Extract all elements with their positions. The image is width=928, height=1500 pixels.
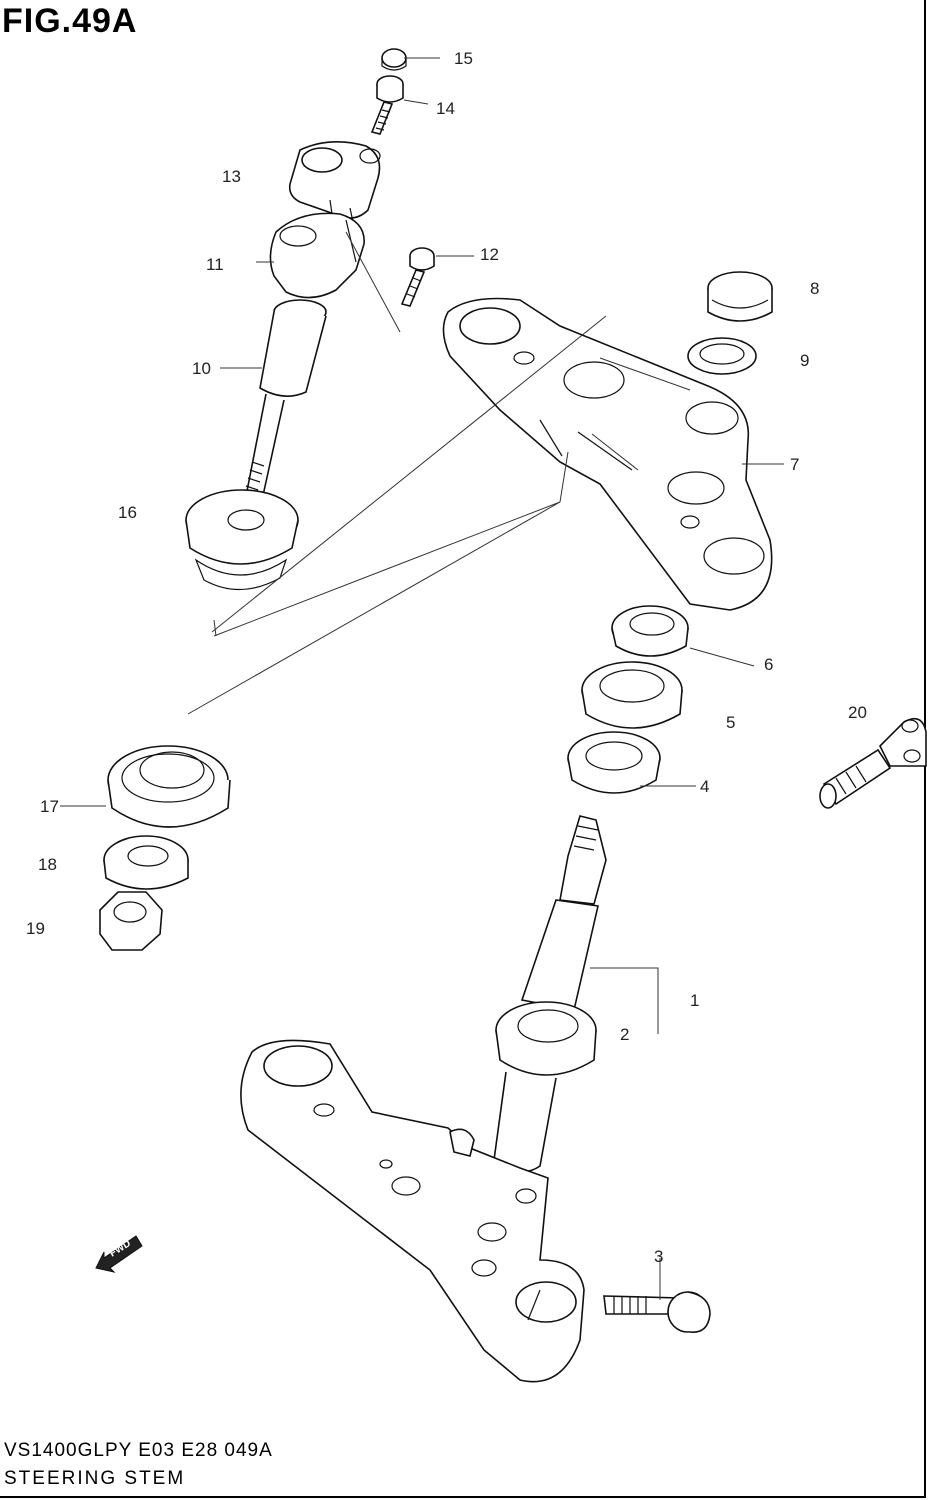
part-5-dust-seal[interactable]	[581, 661, 683, 729]
lower-bracket[interactable]	[240, 1039, 585, 1383]
part-20-fitting[interactable]	[819, 717, 927, 809]
callout-1: 1	[690, 991, 699, 1010]
fwd-arrow-icon: FWD	[95, 1235, 143, 1273]
callout-8: 8	[810, 279, 819, 298]
part-12-bolt[interactable]	[400, 247, 435, 307]
callout-4: 4	[700, 777, 709, 796]
leader-lines	[60, 57, 784, 1300]
assembly-name: STEERING STEM	[4, 1468, 186, 1489]
callout-18: 18	[38, 855, 57, 874]
callout-14: 14	[436, 99, 455, 118]
figure-title: FIG.49A	[2, 2, 138, 40]
callout-2: 2	[620, 1025, 629, 1044]
model-code: VS1400GLPY E03 E28 049A	[4, 1440, 273, 1461]
callout-13: 13	[222, 167, 241, 186]
part-3-bolt[interactable]	[603, 1291, 711, 1333]
callout-5: 5	[726, 713, 735, 732]
part-10-stem-tube[interactable]	[245, 299, 327, 501]
part-13-handlebar-holder[interactable]	[288, 141, 381, 237]
callout-3: 3	[654, 1247, 663, 1266]
part-15-cap[interactable]	[381, 48, 407, 71]
callout-6: 6	[764, 655, 773, 674]
part-8-cap[interactable]	[707, 271, 773, 322]
part-4-bearing[interactable]	[567, 731, 661, 794]
part-14-bolt[interactable]	[370, 75, 404, 135]
part-9-washer[interactable]	[687, 337, 757, 375]
part-18-washer[interactable]	[103, 835, 189, 890]
callout-15: 15	[454, 49, 473, 68]
part-1-steering-stem[interactable]	[493, 815, 607, 1173]
part-7-upper-bracket[interactable]	[442, 297, 773, 611]
part-16-stem-nut[interactable]	[185, 489, 299, 591]
callout-12: 12	[480, 245, 499, 264]
assembly-lines	[187, 231, 691, 715]
part-17-bearing[interactable]	[107, 745, 231, 828]
callout-7: 7	[790, 455, 799, 474]
callout-11: 11	[206, 255, 224, 274]
callout-17: 17	[40, 797, 59, 816]
part-11-lower-holder[interactable]	[269, 212, 365, 299]
callout-9: 9	[800, 351, 809, 370]
callout-19: 19	[26, 919, 45, 938]
callout-10: 10	[192, 359, 211, 378]
callout-20: 20	[848, 703, 867, 722]
part-19-nut[interactable]	[99, 891, 163, 951]
part-6-locknut[interactable]	[611, 605, 689, 657]
callout-16: 16	[118, 503, 137, 522]
callout-labels: 1 2 3 4 5 6 7 8 9 10 11 12 13 14 15 16 1…	[26, 49, 867, 1266]
